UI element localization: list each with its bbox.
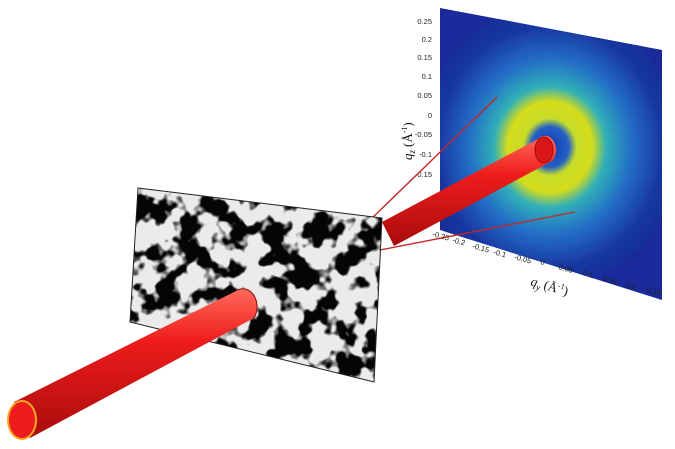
qy-axis-title: qy(Å-1) [529, 273, 570, 300]
transmitted-beam [382, 135, 557, 246]
qz-tick-label: 0.2 [422, 35, 432, 44]
qy-tick-label: 0.15 [601, 274, 618, 287]
beam-end-face [7, 400, 37, 440]
scattered-ray [379, 211, 576, 251]
qz-tick-label: -0.1 [419, 150, 432, 159]
qz-tick-label: 0.1 [422, 72, 432, 81]
qy-tick-label: 0.2 [624, 280, 637, 292]
qz-tick-label: 0.15 [417, 170, 432, 179]
qz-tick-label: 0.25 [417, 17, 432, 26]
qz-tick-label: 0.15 [417, 53, 432, 62]
qy-tick-label: -0.1 [492, 247, 507, 259]
scattered-ray [367, 96, 498, 223]
qz-axis-title: qz(Å-1) [400, 122, 417, 160]
incident-beam [7, 288, 258, 440]
qy-tick-label: 0 [539, 257, 545, 267]
qy-tick-label: -0.2 [451, 235, 466, 247]
svg-text:qz(Å-1): qz(Å-1) [400, 122, 417, 160]
qy-tick-label: 0.05 [557, 262, 574, 275]
qz-axis: 0.25 0.2 0.15 0.1 0.05 0 -0.05 -0.1 0.15 [415, 17, 432, 179]
qy-axis: -0.25 -0.2 -0.15 -0.1 -0.05 0 0.05 0.1 0… [431, 229, 662, 298]
qy-tick-label: 0.1 [581, 268, 594, 280]
svg-text:qy(Å-1): qy(Å-1) [529, 273, 570, 300]
qz-tick-label: 0 [428, 111, 432, 120]
scattered-rays [367, 96, 576, 251]
qz-tick-label: 0.05 [417, 91, 432, 100]
qz-tick-label: -0.05 [415, 130, 432, 139]
qy-tick-label: 0.25 [645, 285, 662, 298]
